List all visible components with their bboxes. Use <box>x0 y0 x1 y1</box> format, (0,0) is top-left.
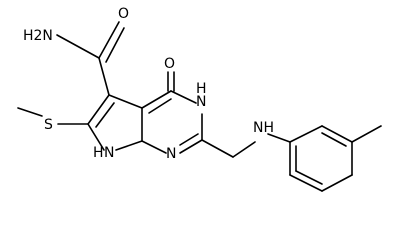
bond-c5-c6-1 <box>87 94 110 125</box>
bond-amide-co-2 <box>105 27 125 63</box>
bond-amide-co-1 <box>98 21 120 59</box>
bond-n7-c7a <box>115 140 143 151</box>
label-ring-nh-h: H <box>196 81 207 97</box>
bond-c2-n1-1 <box>179 139 203 154</box>
bond-ar2-ar3-2 <box>321 132 347 147</box>
bond-ar3-methyl <box>351 125 382 143</box>
bond-ar4-ar5 <box>321 174 353 192</box>
label-amide-o: O <box>118 6 129 22</box>
bond-c2-n1-2 <box>179 133 199 146</box>
label-ring-nh-n: N <box>196 94 206 110</box>
bond-c4a-c4-2 <box>148 98 172 114</box>
bond-s-ch3 <box>17 107 43 117</box>
bond-n1-c7a <box>141 140 167 154</box>
label-ring-n-bottom: N <box>166 146 176 162</box>
bond-ar2-ar3-1 <box>321 125 353 143</box>
bond-c5-c4a <box>108 94 143 109</box>
bond-nh-aryl <box>267 133 291 143</box>
bond-ar1-ar2 <box>289 125 323 143</box>
label-pyrrole-h: H <box>93 145 104 161</box>
structure-diagram: H2N O O N H N N H NH S <box>17 6 382 192</box>
bond-ar5-ar6-2 <box>295 170 323 185</box>
bond-c4a-c4-1 <box>141 90 172 109</box>
label-ring-o: O <box>164 56 175 72</box>
bond-c2-ch2 <box>201 139 234 158</box>
label-linker-nh: NH <box>253 120 274 136</box>
bond-ch2-nh <box>232 141 256 158</box>
label-amide-nh2: H2N <box>23 28 53 44</box>
label-sulfur: S <box>44 117 53 133</box>
bond-c6-n7 <box>87 123 105 151</box>
bond-amide-c5 <box>98 57 110 96</box>
bond-c5-c6-2 <box>95 102 115 128</box>
bond-amide-c-nh2 <box>56 34 100 59</box>
label-pyrrole-n: N <box>104 145 114 161</box>
bond-ar5-ar6-1 <box>289 174 323 192</box>
molecule-drawing: H2N O O N H N N H NH S <box>17 6 382 192</box>
bond-c4-n3 <box>170 90 197 104</box>
